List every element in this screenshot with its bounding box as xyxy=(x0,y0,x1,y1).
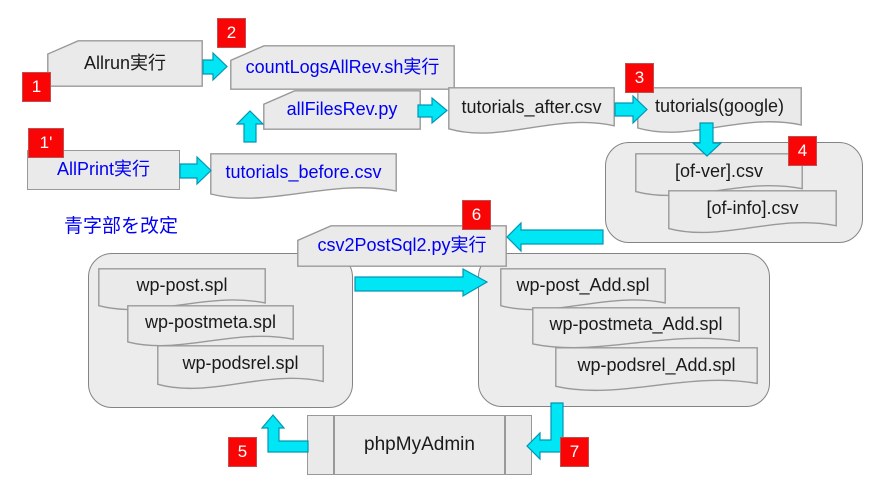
file-tutorials-google-label: tutorials(google) xyxy=(654,96,785,117)
file-tutorials-before-csv: tutorials_before.csv xyxy=(210,153,397,203)
file-wp-post-add-spl: wp-post_Add.spl xyxy=(500,268,666,314)
arrow-phpmyadmin-up-to-spl-icon xyxy=(260,414,309,453)
file-wp-postmeta-label: wp-postmeta.spl xyxy=(144,311,277,332)
file-of-info-label: [of-info].csv xyxy=(706,197,799,218)
arrow-allrun-to-countlogs-icon xyxy=(202,51,228,82)
file-wp-podsrel-add-spl: wp-podsrel_Add.spl xyxy=(555,347,758,395)
step-csv2postsql2: csv2PostSql2.py実行 xyxy=(297,225,507,267)
file-tutorials-after-csv: tutorials_after.csv xyxy=(448,87,615,138)
arrow-before-up-to-countlogs-icon xyxy=(235,110,265,143)
db-phpmyadmin-label: phpMyAdmin xyxy=(364,433,475,455)
step-csv2postsql2-label: csv2PostSql2.py実行 xyxy=(317,235,487,256)
step-allprint-label: AllPrint実行 xyxy=(56,159,150,180)
file-tutorials-before-label: tutorials_before.csv xyxy=(225,162,382,183)
arrow-addspl-down-to-phpmyadmin-icon xyxy=(526,402,564,461)
badge-step-4: 4 xyxy=(788,136,817,166)
file-wp-postmeta-add-spl: wp-postmeta_Add.spl xyxy=(532,307,740,352)
file-wp-podsrel-add-label: wp-podsrel_Add.spl xyxy=(577,355,736,376)
badge-step-2: 2 xyxy=(217,18,246,48)
db-phpmyadmin: phpMyAdmin xyxy=(307,415,532,475)
predef-left-bar xyxy=(333,416,335,474)
file-wp-podsrel-label: wp-podsrel.spl xyxy=(182,353,299,374)
file-wp-postmeta-spl: wp-postmeta.spl xyxy=(127,305,294,350)
file-of-ver-csv: [of-ver].csv xyxy=(635,153,803,200)
file-wp-post-label: wp-post.spl xyxy=(136,275,228,296)
step-allrun: Allrun実行 xyxy=(47,40,203,87)
badge-step-5: 5 xyxy=(228,437,257,467)
badge-step-1-prime: 1' xyxy=(28,128,64,158)
file-tutorials-google: tutorials(google) xyxy=(637,87,802,137)
file-wp-post-add-label: wp-post_Add.spl xyxy=(516,275,650,296)
file-of-ver-label: [of-ver].csv xyxy=(674,160,763,181)
arrow-spl-to-addspl-icon xyxy=(354,267,489,298)
file-wp-postmeta-add-label: wp-postmeta_Add.spl xyxy=(549,313,723,334)
arrow-allprint-to-before-icon xyxy=(179,155,212,186)
arrow-ofcsv-to-csv2postsql-icon xyxy=(506,221,604,253)
badge-step-3: 3 xyxy=(625,63,654,93)
file-of-info-csv: [of-info].csv xyxy=(668,190,837,237)
arrow-allfiles-to-after-icon xyxy=(417,96,448,125)
step-countlogsallrev-label: countLogsAllRev.sh実行 xyxy=(245,56,440,77)
file-wp-post-spl: wp-post.spl xyxy=(98,268,266,314)
step-countlogsallrev: countLogsAllRev.sh実行 xyxy=(230,45,455,90)
step-allrun-label: Allrun実行 xyxy=(83,52,167,73)
badge-step-6: 6 xyxy=(462,200,491,230)
badge-step-7: 7 xyxy=(560,437,589,467)
file-wp-podsrel-spl: wp-podsrel.spl xyxy=(157,345,324,393)
note-blue-text-revised: 青字部を改定 xyxy=(64,216,179,237)
step-allfilesrev-label: allFilesRev.py xyxy=(286,99,398,120)
predef-right-bar xyxy=(504,416,506,474)
step-allfilesrev: allFilesRev.py xyxy=(263,90,421,130)
badge-step-1: 1 xyxy=(22,72,51,102)
file-tutorials-after-label: tutorials_after.csv xyxy=(461,96,602,117)
